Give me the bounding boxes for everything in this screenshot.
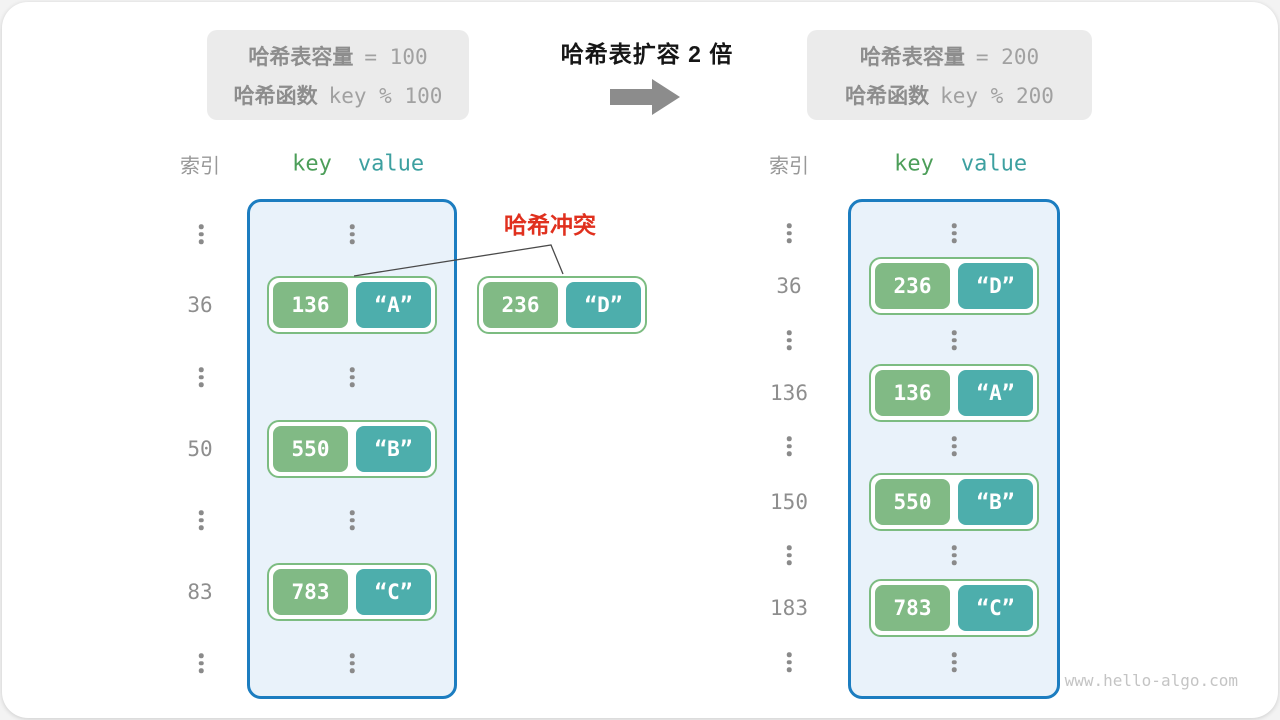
ellipsis-icon: [349, 510, 355, 530]
value-cell: “D”: [958, 263, 1033, 309]
key-cell: 136: [875, 370, 950, 416]
value-cell: “B”: [958, 479, 1033, 525]
capacity-label: 哈希表容量: [248, 45, 354, 69]
kv-pair: 550 “B”: [267, 420, 437, 478]
value-cell: “C”: [958, 585, 1033, 631]
value-cell: “A”: [958, 370, 1033, 416]
ellipsis-icon: [951, 330, 957, 350]
capacity-value: = 200: [975, 44, 1040, 69]
key-cell: 783: [875, 585, 950, 631]
ellipsis-icon: [951, 545, 957, 565]
key-cell: 783: [273, 569, 348, 615]
kv-pair-collision: 236 “D”: [477, 276, 647, 334]
index-label: 36: [776, 274, 802, 298]
key-header: key: [292, 151, 332, 177]
ellipsis-icon: [198, 653, 204, 673]
ellipsis-icon: [786, 223, 792, 243]
ellipsis-icon: [198, 510, 204, 530]
capacity-value: = 100: [364, 44, 428, 69]
expand-title: 哈希表扩容 2 倍: [560, 41, 734, 67]
ellipsis-icon: [349, 367, 355, 387]
kv-pair: 136 “A”: [267, 276, 437, 334]
value-cell: “A”: [356, 282, 431, 328]
index-label: 36: [187, 293, 213, 317]
hash-function-line: 哈希函数 key % 100: [207, 80, 469, 110]
key-cell: 550: [875, 479, 950, 525]
value-header: value: [960, 151, 1028, 177]
hash-function-line: 哈希函数 key % 200: [807, 80, 1092, 110]
ellipsis-icon: [786, 652, 792, 672]
kv-pair: 236 “D”: [869, 257, 1039, 315]
key-cell: 236: [483, 282, 558, 328]
value-cell: “D”: [566, 282, 641, 328]
index-label: 183: [770, 596, 808, 620]
kv-pair: 136 “A”: [869, 364, 1039, 422]
ellipsis-icon: [349, 224, 355, 244]
index-label: 150: [770, 490, 808, 514]
capacity-line: 哈希表容量 = 200: [807, 41, 1092, 71]
ellipsis-icon: [951, 652, 957, 672]
ellipsis-icon: [951, 223, 957, 243]
ellipsis-icon: [198, 224, 204, 244]
hash-info-after: 哈希表容量 = 200 哈希函数 key % 200: [807, 30, 1092, 120]
index-label: 83: [187, 580, 213, 604]
hash-function-label: 哈希函数: [233, 84, 318, 108]
hash-function-value: key % 100: [328, 83, 443, 108]
key-cell: 136: [273, 282, 348, 328]
kv-pair: 783 “C”: [267, 563, 437, 621]
index-header: 索引: [769, 155, 809, 178]
capacity-line: 哈希表容量 = 100: [207, 41, 469, 71]
right-arrow-icon: [610, 79, 680, 115]
ellipsis-icon: [786, 436, 792, 456]
value-cell: “C”: [356, 569, 431, 615]
ellipsis-icon: [786, 545, 792, 565]
hash-function-value: key % 200: [940, 83, 1054, 108]
ellipsis-icon: [198, 367, 204, 387]
ellipsis-icon: [349, 653, 355, 673]
watermark: www.hello-algo.com: [1064, 671, 1238, 690]
index-header: 索引: [180, 155, 220, 178]
key-cell: 550: [273, 426, 348, 472]
ellipsis-icon: [786, 330, 792, 350]
index-label: 50: [187, 437, 213, 461]
key-cell: 236: [875, 263, 950, 309]
ellipsis-icon: [951, 436, 957, 456]
hash-info-before: 哈希表容量 = 100 哈希函数 key % 100: [207, 30, 469, 120]
kv-pair: 783 “C”: [869, 579, 1039, 637]
collision-label: 哈希冲突: [504, 212, 596, 238]
capacity-label: 哈希表容量: [859, 45, 965, 69]
value-header: value: [357, 151, 425, 177]
index-label: 136: [770, 381, 808, 405]
hash-function-label: 哈希函数: [845, 84, 930, 108]
kv-pair: 550 “B”: [869, 473, 1039, 531]
key-header: key: [894, 151, 934, 177]
value-cell: “B”: [356, 426, 431, 472]
